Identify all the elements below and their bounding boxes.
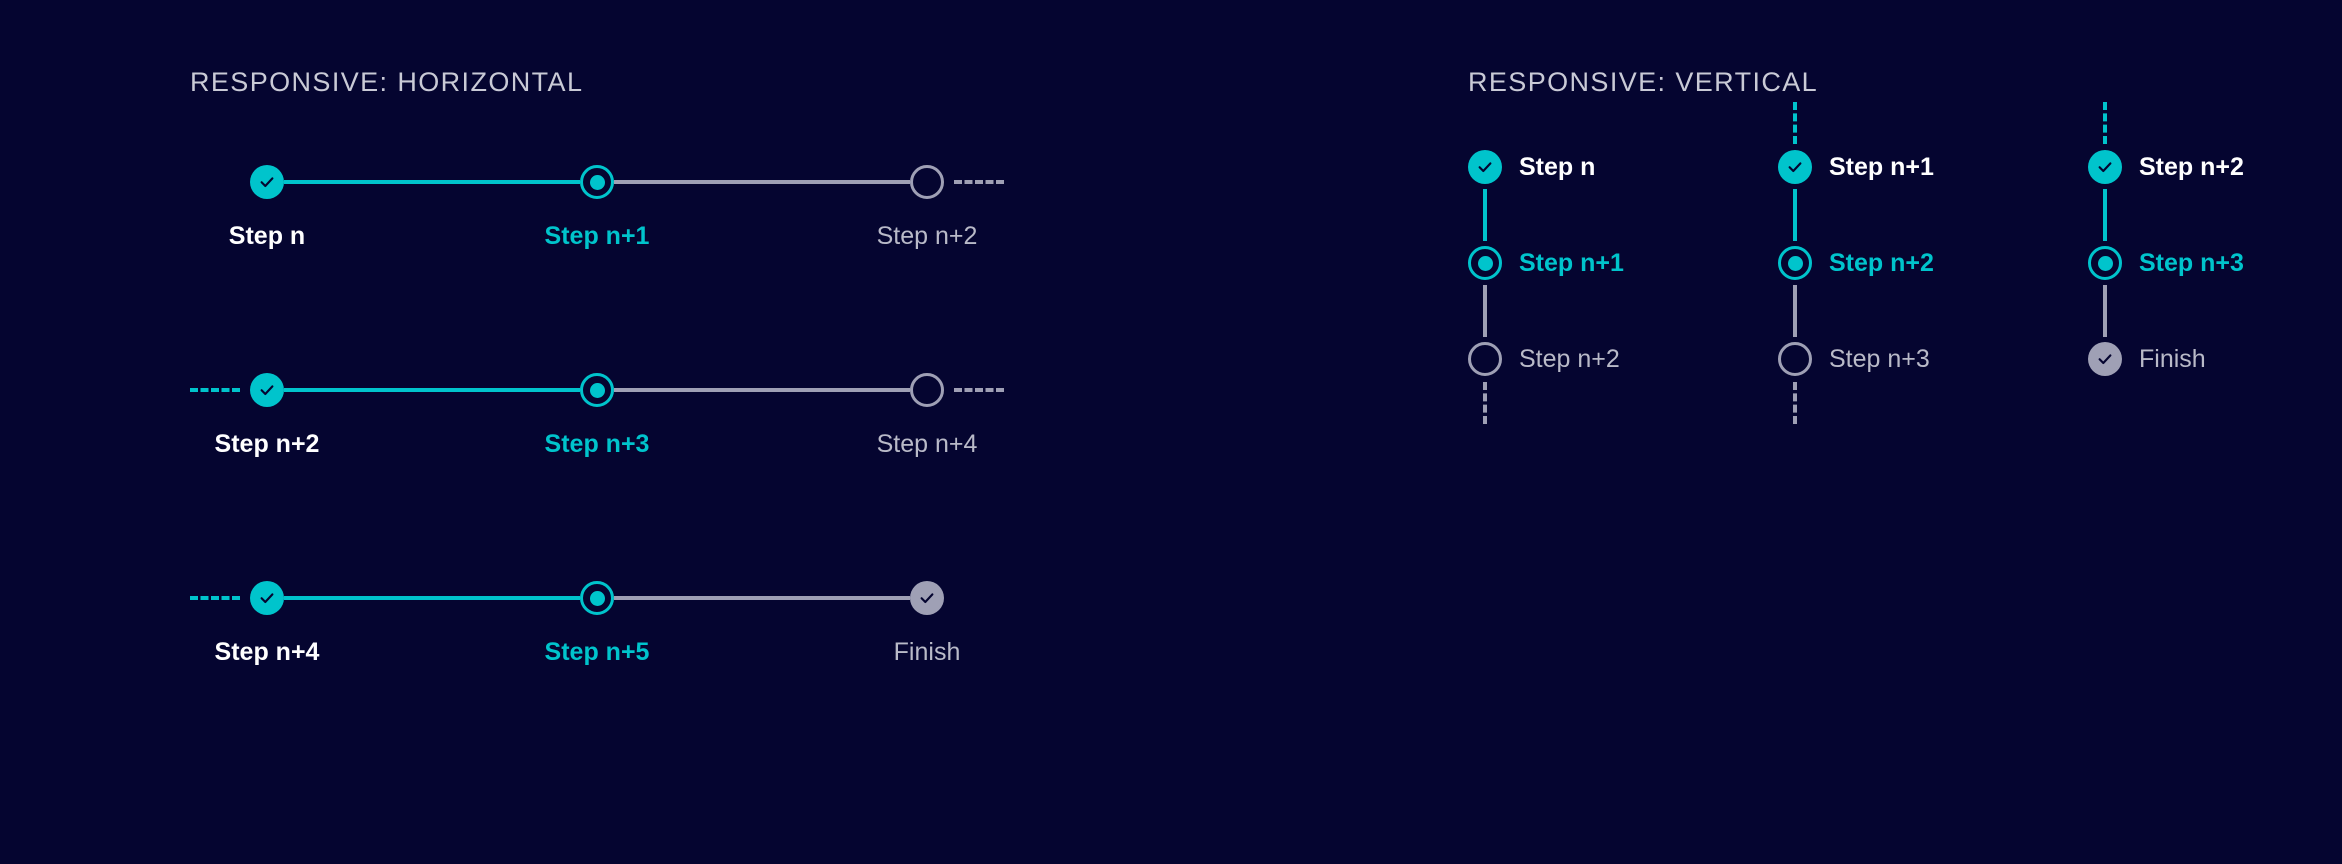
check-icon bbox=[257, 172, 277, 192]
check-icon bbox=[2095, 349, 2115, 369]
step-label-row: Step n+4 Step n+5 Finish bbox=[190, 638, 1004, 668]
vertical-step-item[interactable]: Step n+1 bbox=[1468, 246, 1778, 280]
vertical-step-item[interactable]: Finish bbox=[2088, 342, 2342, 376]
step-node-completed[interactable] bbox=[250, 165, 284, 199]
step-node-pending[interactable] bbox=[910, 373, 944, 407]
step-label[interactable]: Step n+4 bbox=[876, 430, 978, 458]
vertical-step-item[interactable]: Step n+2 bbox=[1778, 246, 2088, 280]
step-node-completed[interactable] bbox=[250, 581, 284, 615]
step-node-active[interactable] bbox=[1468, 246, 1502, 280]
step-node-active[interactable] bbox=[580, 581, 614, 615]
step-label[interactable]: Step n+2 bbox=[2139, 152, 2244, 181]
step-connector bbox=[1793, 285, 1797, 337]
trailing-dashed-connector bbox=[1793, 382, 1797, 424]
leading-dashed-connector bbox=[190, 596, 240, 600]
step-connector bbox=[284, 180, 580, 184]
step-node-pending[interactable] bbox=[910, 165, 944, 199]
vertical-step-item[interactable]: Step n bbox=[1468, 150, 1778, 184]
check-icon bbox=[1785, 157, 1805, 177]
vertical-section-heading: RESPONSIVE: VERTICAL bbox=[1468, 67, 1819, 97]
horizontal-stepper-row: Step n Step n+1 Step n+2 bbox=[190, 160, 1004, 368]
vertical-step-item[interactable]: Step n+2 bbox=[1468, 342, 1778, 376]
step-label[interactable]: Step n+1 bbox=[544, 222, 650, 250]
step-label-row: Step n+2 Step n+3 Step n+4 bbox=[190, 430, 1004, 460]
step-node-active[interactable] bbox=[580, 373, 614, 407]
step-node-finish[interactable] bbox=[2088, 342, 2122, 376]
stepper-track bbox=[190, 576, 1004, 620]
step-label[interactable]: Step n+4 bbox=[214, 638, 320, 666]
stepper-track bbox=[190, 160, 1004, 204]
step-connector bbox=[1483, 285, 1487, 337]
horizontal-stepper-row: Step n+2 Step n+3 Step n+4 bbox=[190, 368, 1004, 576]
step-label[interactable]: Step n bbox=[1519, 152, 1596, 181]
step-label[interactable]: Step n+2 bbox=[876, 222, 978, 250]
step-label[interactable]: Step n+3 bbox=[544, 430, 650, 458]
check-icon bbox=[917, 588, 937, 608]
step-node-completed[interactable] bbox=[250, 373, 284, 407]
step-connector bbox=[614, 388, 910, 392]
step-connector bbox=[1793, 189, 1797, 241]
step-connector bbox=[614, 180, 910, 184]
check-icon bbox=[2095, 157, 2115, 177]
step-node-finish[interactable] bbox=[910, 581, 944, 615]
vertical-step-item[interactable]: Step n+2 bbox=[2088, 150, 2342, 184]
leading-dashed-connector bbox=[190, 388, 240, 392]
dot-icon bbox=[589, 590, 605, 606]
trailing-dashed-connector bbox=[1483, 382, 1487, 424]
step-label[interactable]: Step n bbox=[228, 222, 306, 250]
vertical-step-item[interactable]: Step n+3 bbox=[1778, 342, 2088, 376]
trailing-dashed-connector bbox=[954, 388, 1004, 392]
step-connector bbox=[2103, 285, 2107, 337]
stepper-track bbox=[190, 368, 1004, 412]
dot-icon bbox=[1787, 255, 1803, 271]
leading-dashed-connector bbox=[1793, 102, 1797, 144]
step-node-completed[interactable] bbox=[1778, 150, 1812, 184]
step-node-active[interactable] bbox=[580, 165, 614, 199]
step-node-pending[interactable] bbox=[1778, 342, 1812, 376]
step-node-active[interactable] bbox=[2088, 246, 2122, 280]
trailing-dashed-connector bbox=[954, 180, 1004, 184]
step-label[interactable]: Step n+5 bbox=[544, 638, 650, 666]
step-node-completed[interactable] bbox=[1468, 150, 1502, 184]
step-node-active[interactable] bbox=[1778, 246, 1812, 280]
step-label[interactable]: Step n+2 bbox=[214, 430, 320, 458]
step-connector bbox=[2103, 189, 2107, 241]
horizontal-section-heading: RESPONSIVE: HORIZONTAL bbox=[190, 67, 584, 97]
step-label[interactable]: Finish bbox=[893, 638, 961, 666]
step-label-row: Step n Step n+1 Step n+2 bbox=[190, 222, 1004, 252]
step-label[interactable]: Step n+2 bbox=[1519, 344, 1620, 373]
vertical-step-item[interactable]: Step n+3 bbox=[2088, 246, 2342, 280]
step-connector bbox=[284, 388, 580, 392]
step-label[interactable]: Step n+1 bbox=[1519, 248, 1624, 277]
step-node-completed[interactable] bbox=[2088, 150, 2122, 184]
step-node-pending[interactable] bbox=[1468, 342, 1502, 376]
dot-icon bbox=[1477, 255, 1493, 271]
leading-dashed-connector bbox=[2103, 102, 2107, 144]
check-icon bbox=[257, 380, 277, 400]
step-label[interactable]: Step n+1 bbox=[1829, 152, 1934, 181]
step-connector bbox=[1483, 189, 1487, 241]
step-connector bbox=[284, 596, 580, 600]
step-label[interactable]: Step n+3 bbox=[1829, 344, 1930, 373]
vertical-step-item[interactable]: Step n+1 bbox=[1778, 150, 2088, 184]
step-label[interactable]: Step n+2 bbox=[1829, 248, 1934, 277]
step-label[interactable]: Finish bbox=[2139, 344, 2206, 373]
step-connector bbox=[614, 596, 910, 600]
dot-icon bbox=[589, 174, 605, 190]
horizontal-stepper-row: Step n+4 Step n+5 Finish bbox=[190, 576, 1004, 784]
check-icon bbox=[1475, 157, 1495, 177]
dot-icon bbox=[589, 382, 605, 398]
check-icon bbox=[257, 588, 277, 608]
step-label[interactable]: Step n+3 bbox=[2139, 248, 2244, 277]
dot-icon bbox=[2097, 255, 2113, 271]
